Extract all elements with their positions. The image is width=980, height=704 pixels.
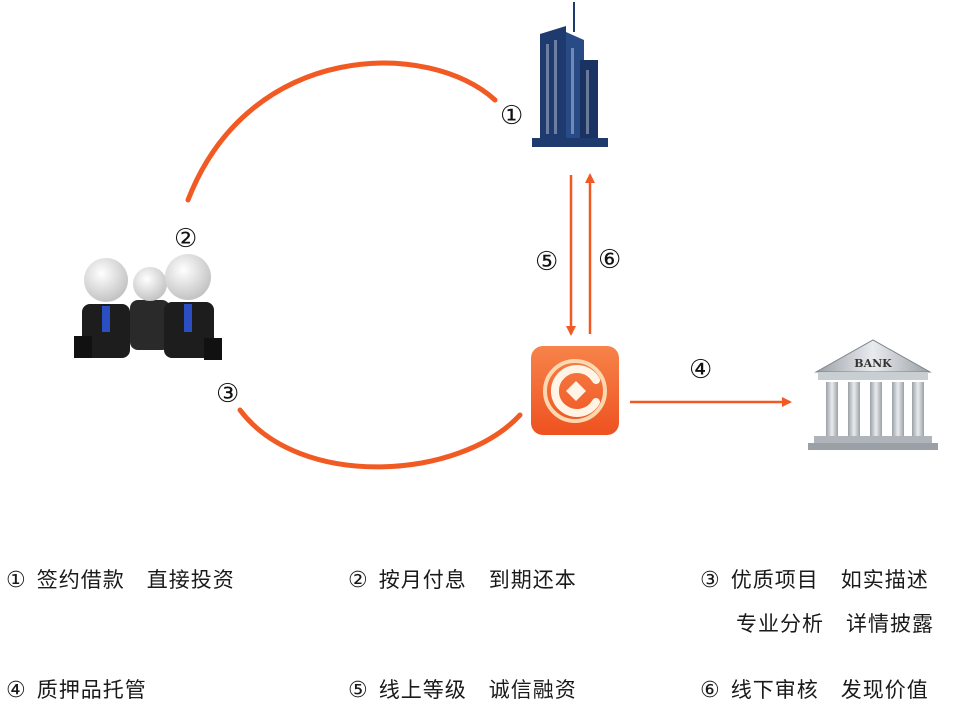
- legend-item-3: ③ 优质项目如实描述 专业分析详情披露: [700, 564, 934, 638]
- legend-text: 优质项目: [730, 568, 819, 592]
- legend-marker: ②: [348, 568, 369, 593]
- legend-text: 签约借款: [36, 568, 125, 592]
- legend-item-6: ⑥ 线下审核发现价值: [700, 674, 929, 704]
- legend-text: 诚信融资: [488, 678, 577, 702]
- bank-label: BANK: [854, 357, 892, 370]
- legend-marker: ④: [6, 678, 27, 703]
- marker-6: ⑥: [598, 245, 621, 275]
- people-icon: [74, 254, 222, 360]
- bank-icon: BANK: [808, 339, 938, 450]
- legend-item-1: ① 签约借款直接投资: [6, 564, 235, 594]
- marker-2: ②: [174, 224, 197, 254]
- marker-4: ④: [689, 355, 712, 385]
- legend-text: 质押品托管: [36, 678, 147, 702]
- marker-3: ③: [216, 379, 239, 409]
- legend-text: 线下审核: [730, 678, 819, 702]
- legend-marker: ③: [700, 568, 721, 593]
- flow-diagram: ① ② ③ ④ ⑤ ⑥: [74, 2, 938, 470]
- arc-sign-loan: [185, 60, 498, 203]
- legend-item-5: ⑤ 线上等级诚信融资: [348, 674, 577, 704]
- legend-item-4: ④ 质押品托管: [6, 674, 147, 704]
- legend-text: 按月付息: [378, 568, 467, 592]
- legend-marker: ①: [6, 568, 27, 593]
- legend-text: 如实描述: [840, 568, 929, 592]
- legend-text: 发现价值: [840, 678, 929, 702]
- legend-text: 详情披露: [846, 612, 934, 636]
- legend-text: 直接投资: [146, 568, 235, 592]
- legend-text: 专业分析: [736, 612, 824, 636]
- app-logo-icon: [531, 346, 619, 435]
- legend-marker: ⑤: [348, 678, 369, 703]
- marker-5: ⑤: [535, 247, 558, 277]
- legend-item-2: ② 按月付息到期还本: [348, 564, 577, 594]
- arc-repay: [237, 407, 523, 470]
- legend-marker: ⑥: [700, 678, 721, 703]
- legend-text: 线上等级: [378, 678, 467, 702]
- marker-1: ①: [500, 101, 523, 131]
- legend-text: 到期还本: [488, 568, 577, 592]
- skyscraper-icon: [532, 2, 608, 147]
